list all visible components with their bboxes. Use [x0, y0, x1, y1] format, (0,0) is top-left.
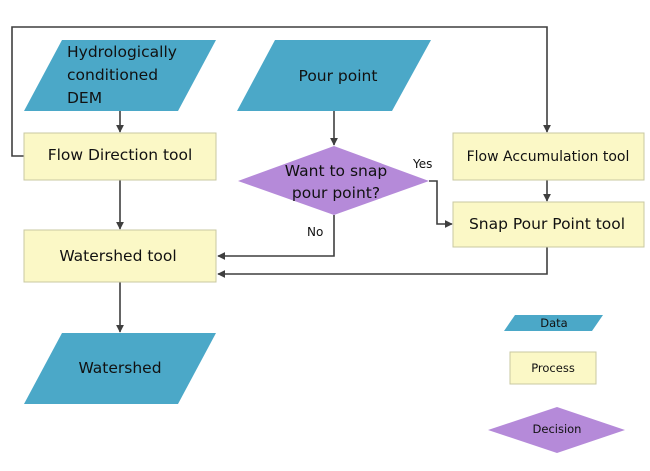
node-flow-accumulation-tool: Flow Accumulation tool: [452, 132, 645, 181]
edge-loop-to-flow-accumulation: [11, 26, 551, 157]
legend-data: Data: [504, 315, 603, 331]
node-dem-label-line-2: conditioned: [67, 66, 158, 84]
edge-decision-no-to-watershed-tool: [217, 215, 335, 260]
node-snap-pour-point-tool: Snap Pour Point tool: [452, 201, 645, 248]
node-watershed-output-label: Watershed: [78, 359, 161, 377]
edge-no-label: No: [307, 225, 323, 239]
node-watershed-tool-label: Watershed tool: [59, 247, 176, 265]
node-flow-accumulation-label: Flow Accumulation tool: [467, 149, 630, 165]
node-watershed-output: Watershed: [24, 333, 216, 404]
node-pour-point-label: Pour point: [299, 67, 378, 85]
node-dem-label-line-3: DEM: [67, 89, 102, 107]
edge-decision-yes-to-snap-pour-point: [429, 180, 453, 228]
node-dem-label-line-1: Hydrologically: [67, 43, 177, 61]
node-watershed-tool: Watershed tool: [23, 229, 217, 283]
node-flow-direction-label: Flow Direction tool: [48, 146, 193, 164]
edge-yes-label: Yes: [412, 157, 432, 171]
node-snap-pour-point-label: Snap Pour Point tool: [469, 215, 625, 233]
legend-decision: Decision: [488, 407, 625, 453]
node-snap-decision-line-2: pour point?: [292, 184, 380, 202]
legend: Data Process Decision: [488, 315, 625, 453]
legend-process: Process: [509, 351, 597, 385]
legend-process-label: Process: [531, 361, 575, 375]
node-pour-point: Pour point: [237, 40, 431, 111]
node-snap-decision-line-1: Want to snap: [285, 162, 387, 180]
edge-snap-pour-point-to-watershed-tool: [217, 247, 548, 278]
legend-data-label: Data: [540, 316, 567, 330]
legend-decision-label: Decision: [533, 422, 582, 436]
node-hydrologically-conditioned-dem: Hydrologically conditioned DEM: [24, 40, 216, 111]
node-snap-decision: Want to snap pour point?: [238, 146, 429, 215]
node-flow-direction-tool: Flow Direction tool: [23, 132, 217, 181]
